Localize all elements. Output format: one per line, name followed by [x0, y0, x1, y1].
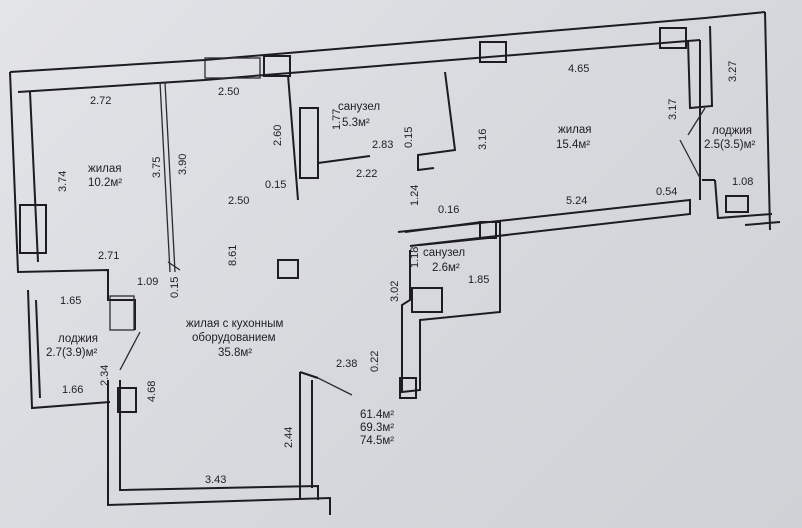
- dimension-label: 1.18: [409, 247, 421, 268]
- dimension-label: 0.16: [438, 204, 459, 216]
- window: [204, 57, 261, 79]
- dimension-label: 3.90: [177, 154, 189, 175]
- duct: [479, 221, 497, 239]
- dimension-label: 2.50: [218, 86, 239, 98]
- duct: [725, 195, 749, 213]
- room-area: 35.8м²: [218, 347, 252, 359]
- dimension-label: 2.34: [99, 365, 111, 386]
- dimension-label: 2.71: [98, 250, 119, 262]
- room-area: 2.5(3.5)м²: [704, 139, 756, 151]
- dimension-label: 1.85: [468, 274, 489, 286]
- dimension-label: 3.27: [727, 61, 739, 82]
- room-name: оборудованием: [192, 332, 276, 344]
- door-swing-bottom: [317, 377, 353, 396]
- dimension-label: 0.15: [265, 179, 286, 191]
- room-area: 15.4м²: [556, 139, 590, 151]
- outer-wall-bottom: [107, 380, 331, 515]
- room-name: жилая: [88, 163, 121, 175]
- dimension-label: 2.44: [283, 427, 295, 448]
- dimension-label: 8.61: [227, 245, 239, 266]
- room-name: жилая с кухонным: [186, 318, 283, 330]
- dimension-label: 4.68: [146, 381, 158, 402]
- dimension-label: 2.60: [272, 125, 284, 146]
- dimension-label: 3.74: [57, 171, 69, 192]
- dimension-label: 3.02: [389, 281, 401, 302]
- room-area: 2.6м²: [432, 262, 460, 274]
- duct: [299, 107, 319, 179]
- dimension-label: 1.09: [137, 276, 158, 288]
- dimension-label: 1.08: [732, 176, 753, 188]
- column: [479, 41, 507, 63]
- right-wall-corridor: [397, 40, 701, 247]
- room-name: жилая: [558, 124, 591, 136]
- dimension-label: 3.43: [205, 474, 226, 486]
- dimension-label: 4.65: [568, 63, 589, 75]
- dimension-label: 1.65: [60, 295, 81, 307]
- dimension-label: 3.17: [667, 99, 679, 120]
- duct: [399, 377, 417, 399]
- room-area: 10.2м²: [88, 177, 122, 189]
- duct: [117, 387, 137, 413]
- total-area: 61.4м²: [360, 409, 394, 421]
- room-name: лоджия: [58, 333, 98, 345]
- dimension-label: 2.50: [228, 195, 249, 207]
- column: [19, 204, 47, 254]
- door-swing-right: [679, 107, 706, 179]
- dimension-label: 2.83: [372, 139, 393, 151]
- dimension-label: 1.66: [62, 384, 83, 396]
- column: [659, 27, 687, 49]
- dimension-label: 2.22: [356, 168, 377, 180]
- column: [263, 55, 291, 77]
- outer-wall-left: [9, 71, 136, 330]
- dimension-label: 3.75: [151, 157, 163, 178]
- duct: [411, 287, 443, 313]
- window: [109, 295, 135, 331]
- dimension-label: 2.72: [90, 95, 111, 107]
- interior-wall-kitchen-right: [299, 371, 319, 498]
- dimension-label: 1.24: [409, 185, 421, 206]
- dimension-label: 0.15: [169, 277, 181, 298]
- dimension-label: 5.24: [566, 195, 587, 207]
- total-area: 69.3м²: [360, 422, 394, 434]
- left-loggia-wall: [27, 289, 111, 410]
- dimension-label: 0.15: [403, 127, 415, 148]
- dimension-label: 0.54: [656, 186, 677, 198]
- right-loggia-wall: [687, 25, 781, 226]
- room-name: санузел: [423, 247, 465, 259]
- dimension-label: 0.22: [369, 351, 381, 372]
- dimension-label: 1.77: [331, 109, 343, 130]
- total-area: 74.5м²: [360, 435, 394, 447]
- room-name: лоджия: [712, 125, 752, 137]
- room-area: 5.3м²: [342, 117, 370, 129]
- room-area: 2.7(3.9)м²: [46, 347, 98, 359]
- door-swing-left: [119, 331, 141, 371]
- interior-wall-left-room: [159, 81, 181, 273]
- column: [277, 259, 299, 279]
- room-name: санузел: [338, 101, 380, 113]
- dimension-label: 2.38: [336, 358, 357, 370]
- dimension-label: 3.16: [477, 129, 489, 150]
- bath-1-walls: [287, 71, 457, 201]
